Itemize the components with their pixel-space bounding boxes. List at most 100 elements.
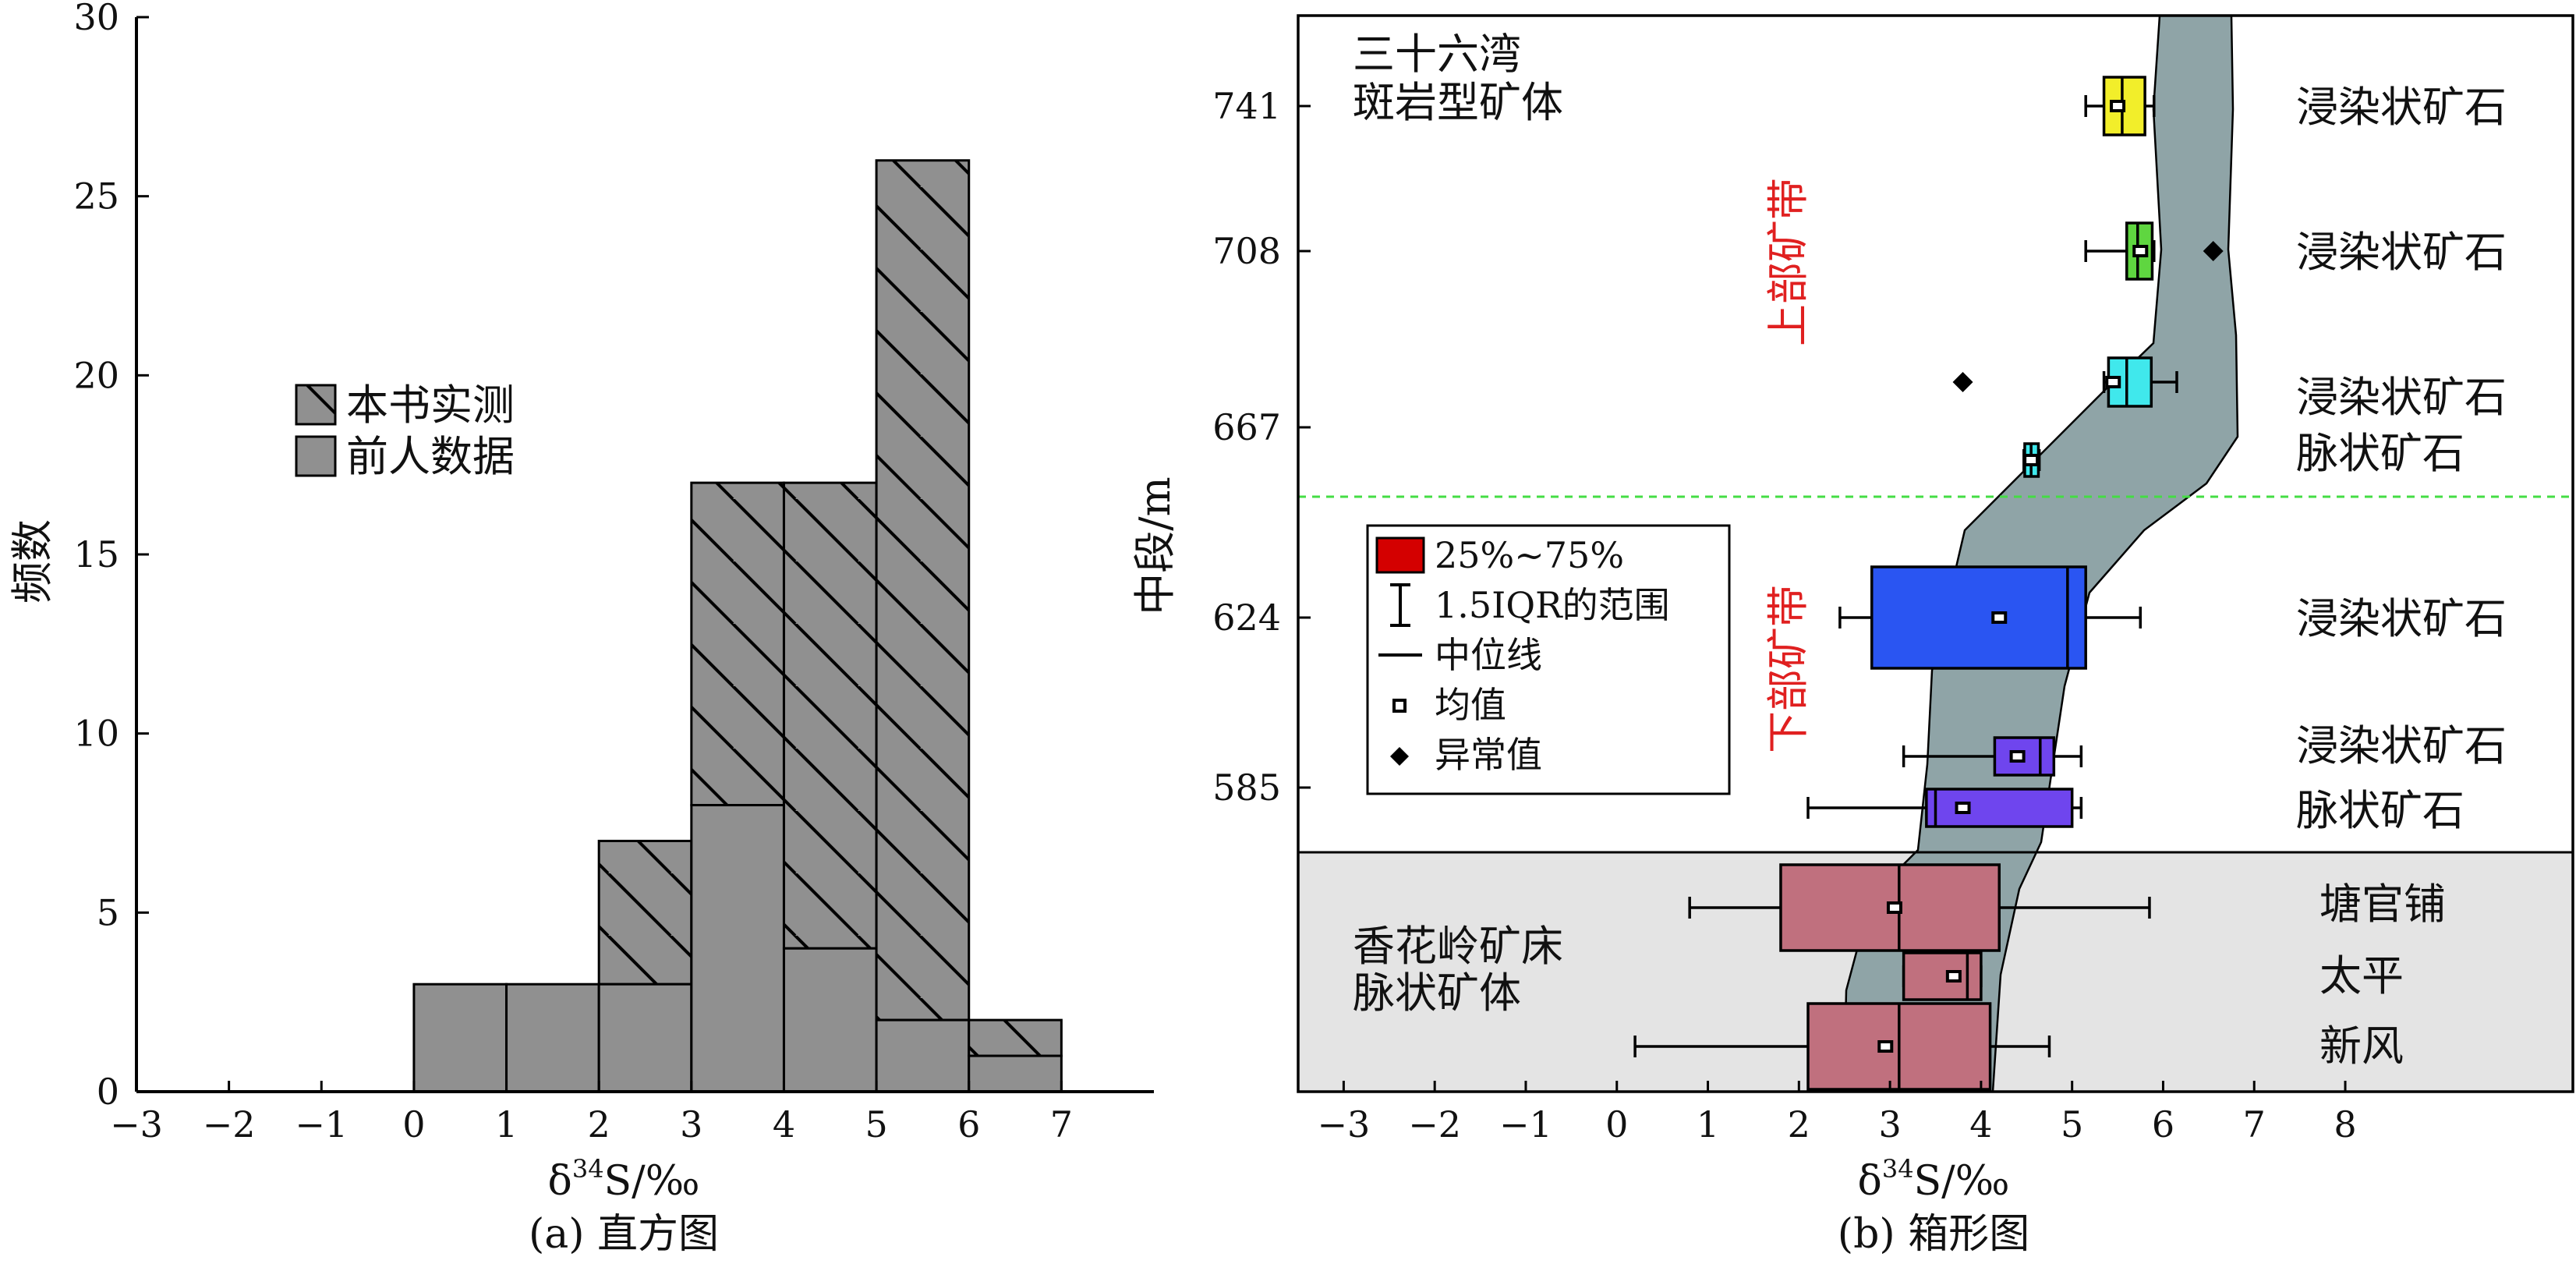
- boxplot-outlier: [2203, 241, 2224, 261]
- histogram-y-label: 频数: [8, 519, 57, 604]
- histogram-bar-previous: [597, 983, 693, 1093]
- boxplot-mean: [2110, 100, 2126, 112]
- histogram-bar-measured: [875, 159, 971, 1021]
- boxplot-group-label: 浸染状矿石: [2296, 594, 2507, 643]
- boxplot-mean: [1955, 802, 1971, 814]
- boxplot-group-label: 塘官铺: [2319, 880, 2446, 929]
- boxplot-y-label: 中段/m: [1131, 476, 1180, 614]
- boxplot-x-tick-label: 1: [1697, 1103, 1719, 1145]
- boxplot-outlier: [1952, 372, 1973, 392]
- histogram-bar-previous: [412, 983, 508, 1093]
- boxplot-x-tick-label: 2: [1788, 1103, 1810, 1145]
- legend-swatch-solid: [295, 435, 337, 477]
- histogram-bar-previous: [875, 1018, 971, 1093]
- histogram-x-tick-label: 0: [402, 1103, 425, 1145]
- upper-deposit-name: 三十六湾: [1353, 30, 1521, 79]
- histogram-bar-measured: [968, 1018, 1063, 1057]
- histogram-bar-previous: [505, 983, 600, 1093]
- lower-deposit-type: 脉状矿体: [1353, 968, 1521, 1018]
- legend-label-whisker: 1.5IQR的范围: [1435, 584, 1670, 626]
- legend-label-measured: 本书实测: [346, 381, 515, 430]
- boxplot-box: [1925, 788, 2074, 828]
- histogram-bar-previous: [782, 947, 878, 1093]
- boxplot-mean: [1945, 970, 1962, 983]
- histogram-y-tick-label: 5: [97, 891, 119, 933]
- histogram-x-tick-label: −1: [295, 1103, 348, 1145]
- boxplot-x-tick-label: −2: [1408, 1103, 1461, 1145]
- histogram-bar-previous: [968, 1054, 1063, 1093]
- boxplot-y-tick-label: 667: [1212, 406, 1281, 448]
- legend-label-previous: 前人数据: [346, 432, 515, 481]
- boxplot-x-tick-label: −1: [1499, 1103, 1552, 1145]
- boxplot-x-tick-label: 6: [2152, 1103, 2174, 1145]
- boxplot-mean: [1877, 1040, 1894, 1053]
- histogram-bars: [412, 159, 1063, 1093]
- histogram-x-tick-label: 3: [680, 1103, 702, 1145]
- legend-label-mean: 均值: [1435, 684, 1506, 726]
- boxplot-mean: [2105, 376, 2121, 388]
- boxplot-box: [1870, 565, 2087, 670]
- legend-mean-icon: [1392, 699, 1407, 713]
- legend-frame: [1366, 524, 1731, 795]
- histogram-bar-previous: [690, 804, 785, 1093]
- histogram-x-tick-label: 1: [495, 1103, 518, 1145]
- upper-zone-label: 上部矿带: [1764, 178, 1813, 346]
- lower-deposit-name: 香花岭矿床: [1353, 922, 1563, 971]
- boxplot-group-label: 浸染状矿石: [2296, 83, 2507, 132]
- boxplot-group-label: 浸染状矿石: [2296, 228, 2507, 277]
- boxplot-x-tick-label: 7: [2243, 1103, 2266, 1145]
- histogram-y-tick-label: 0: [97, 1071, 119, 1113]
- histogram-x-tick-label: 4: [773, 1103, 795, 1145]
- histogram-legend: 本书实测 前人数据: [295, 381, 515, 481]
- boxplot-group-label: 新风: [2319, 1021, 2404, 1071]
- boxplot-mean: [2132, 245, 2149, 257]
- histogram-x-tick-label: 5: [865, 1103, 887, 1145]
- boxplot-y-ticks: 741 708 667 624 585: [1212, 85, 1311, 809]
- boxplot-group-label: 浸染状矿石: [2296, 721, 2507, 770]
- lower-zone-label: 下部矿带: [1764, 585, 1813, 753]
- boxplot-mean: [2023, 454, 2040, 466]
- boxplot-caption: (b) 箱形图: [1838, 1211, 2029, 1258]
- boxplot-x-tick-label: 4: [1969, 1103, 1992, 1145]
- boxplot-y-tick-label: 708: [1212, 230, 1281, 272]
- histogram-bar-measured: [597, 839, 693, 986]
- histogram-x-label: δ34S/‰: [548, 1154, 700, 1205]
- boxplot-group-label: 脉状矿石: [2296, 786, 2465, 835]
- histogram-y-tick-label: 15: [73, 533, 119, 575]
- boxplot-mean: [1991, 611, 2008, 624]
- boxplot-x-tick-label: −3: [1317, 1103, 1370, 1145]
- legend-label-median: 中位线: [1435, 634, 1542, 676]
- boxplot-y-tick-label: 741: [1212, 85, 1281, 127]
- boxplot-group-label: 太平: [2319, 951, 2404, 1000]
- legend-swatch-iqr: [1375, 536, 1425, 574]
- boxplot-legend: 25%~75% 1.5IQR的范围 中位线 均值 异常值: [1366, 524, 1731, 795]
- legend-label-iqr: 25%~75%: [1435, 534, 1624, 576]
- boxplot-x-tick-label: 0: [1605, 1103, 1628, 1145]
- histogram-caption: (a) 直方图: [529, 1211, 719, 1258]
- histogram-x-tick-label: 6: [957, 1103, 980, 1145]
- legend-whisker-icon: [1390, 583, 1410, 627]
- histogram-x-tick-label: 2: [588, 1103, 610, 1145]
- histogram-y-tick-label: 10: [73, 713, 119, 755]
- histogram-bar-measured: [690, 481, 785, 807]
- histogram-x-tick-label: −3: [110, 1103, 163, 1145]
- histogram-y-tick-label: 30: [73, 0, 119, 38]
- boxplot-y-tick-label: 585: [1212, 767, 1281, 809]
- boxplot-group-label: 浸染状矿石: [2296, 373, 2507, 422]
- legend-label-outlier: 异常值: [1435, 734, 1542, 776]
- boxplot-x-tick-label: 8: [2334, 1103, 2356, 1145]
- boxplot-mean: [2009, 750, 2026, 763]
- boxplot-x-tick-label: 5: [2061, 1103, 2083, 1145]
- histogram-bar-measured: [782, 481, 878, 950]
- upper-deposit-type: 斑岩型矿体: [1353, 78, 1563, 127]
- boxplot-y-tick-label: 624: [1212, 597, 1281, 639]
- boxplot-x-label: δ34S/‰: [1858, 1154, 2010, 1205]
- boxplot-box: [1902, 951, 1983, 1001]
